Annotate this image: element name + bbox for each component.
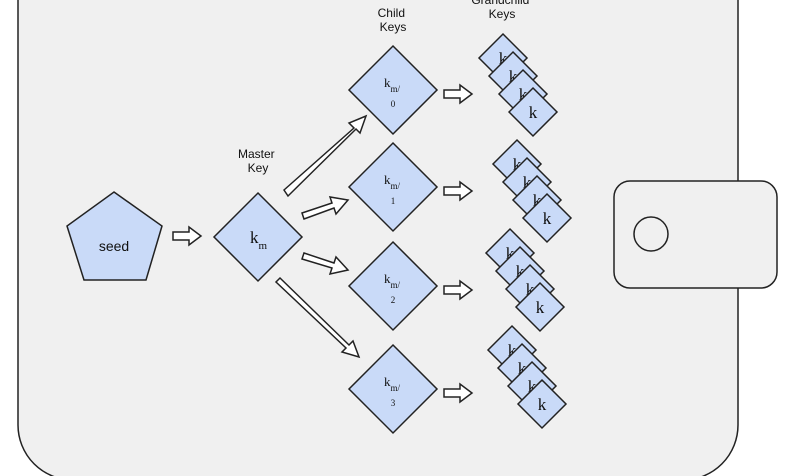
grandchild-key-label: k (518, 359, 527, 378)
arrow-master-to-child-2 (301, 252, 350, 276)
child-key-index: 1 (391, 196, 396, 206)
seed-pentagon (66, 191, 163, 281)
grandchild-key-label: k (506, 244, 515, 263)
arrow-master-to-child-0 (283, 114, 368, 198)
arrow-master-to-child-3 (274, 276, 361, 359)
grandchild-key: k (514, 281, 566, 333)
child-keys-title: Child Keys (378, 6, 409, 34)
grandchild-key: k (507, 86, 559, 138)
child-key-diamond (347, 240, 439, 332)
master-key-diamond (212, 191, 304, 283)
master-key-label: km (250, 228, 268, 252)
grandchild-key-label: k (526, 280, 535, 299)
grandchild-keys-title-line: Keys (489, 7, 516, 21)
grandchild-key-label: k (516, 262, 525, 281)
child-key-index: 3 (391, 398, 396, 408)
child-key-index: 2 (391, 295, 396, 305)
arrow-master-to-child-1 (301, 196, 350, 220)
master-key-title-line: Master (238, 147, 275, 161)
grandchild-keys-title: Grandchild Keys (471, 0, 532, 21)
child-key-diamond (347, 141, 439, 233)
grandchild-key-label: k (513, 155, 522, 174)
grandchild-key-label: k (508, 341, 517, 360)
grandchild-key: k (521, 192, 573, 244)
child-key-diamond (347, 343, 439, 435)
child-key-label: km/ (384, 374, 401, 393)
grandchild-key-label: k (519, 85, 528, 104)
master-key-title-line: Key (248, 161, 269, 175)
seed-label: seed (99, 238, 129, 254)
grandchild-key-label: k (529, 103, 538, 122)
child-key-diamond (347, 44, 439, 136)
grandchild-key-label: k (509, 67, 518, 86)
child-key-label: km/ (384, 172, 401, 191)
grandchild-keys-title-line: Grandchild (471, 0, 529, 7)
grandchild-key-label: k (538, 395, 547, 414)
grandchild-key-label: k (499, 49, 508, 68)
wallet-clasp (613, 180, 778, 289)
grandchild-key-label: k (528, 377, 537, 396)
child-key-label: km/ (384, 271, 401, 290)
grandchild-key-label: k (543, 209, 552, 228)
child-keys-title-line: Keys (380, 20, 407, 34)
clasp-button-icon (633, 216, 669, 252)
grandchild-key-label: k (533, 191, 542, 210)
child-key-index: 0 (391, 99, 396, 109)
master-key-title: Master Key (238, 147, 278, 175)
child-keys-title-line: Child (378, 6, 405, 20)
child-key-label: km/ (384, 75, 401, 94)
grandchild-key: k (516, 378, 568, 430)
grandchild-key-label: k (536, 298, 545, 317)
grandchild-key-label: k (523, 173, 532, 192)
